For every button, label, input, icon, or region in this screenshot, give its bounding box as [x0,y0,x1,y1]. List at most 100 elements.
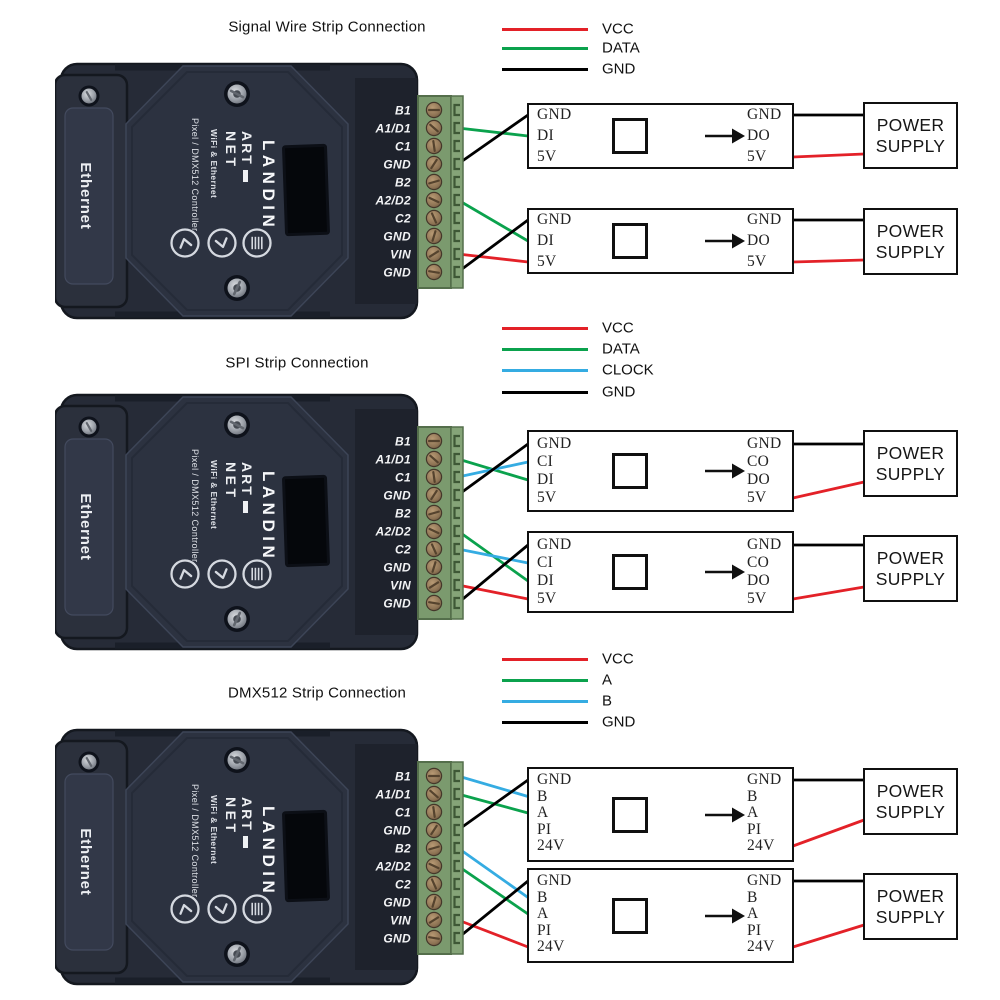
wire-clock [456,547,530,565]
terminal-screw [425,558,443,576]
strip-pin-label: A [747,905,759,922]
controller-device: Ethernet Pixel / DMX512 Controller WiFi … [55,728,464,986]
device-terminal-label: GND [383,266,411,280]
controller-device: Ethernet Pixel / DMX512 Controller WiFi … [55,62,464,320]
strip-pin-label: B [537,888,548,906]
nav-button-prev [170,228,200,258]
device-terminal-label: C2 [395,212,411,226]
terminal-clamp [453,877,460,891]
arrow-right-icon [705,128,745,144]
wire-gnd [456,778,530,832]
terminal-clamp [453,560,460,574]
wire-vcc [791,818,866,848]
power-supply-label: SUPPLY [875,463,946,484]
legend-swatch [502,390,588,394]
artnet-logo-art: ART [239,131,255,166]
terminal-screw [425,594,443,612]
legend-label: GND [602,713,636,731]
terminal-clamp [453,787,460,801]
terminal-screw [425,875,443,893]
device-terminal-label: B1 [395,770,411,784]
terminal-screw [425,468,443,486]
nav-button-next [207,894,237,924]
device-terminal-label: GND [383,158,411,172]
legend-label: GND [602,383,636,401]
oled-screen [282,474,330,568]
legend-swatch [502,657,588,661]
power-supply-label: SUPPLY [875,568,946,589]
device-terminal-label: B1 [395,435,411,449]
strip-pin-label: DI [537,127,554,144]
artnet-logo: NET ART [223,462,255,513]
terminal-screw [425,432,443,450]
strip-pin-label: 5V [537,148,557,165]
strip-pin-label: CI [537,453,554,470]
terminal-clamp [453,265,460,279]
wire-gnd [456,543,530,605]
screw-icon [78,751,100,773]
wire-gnd [456,879,530,940]
device-terminal-label: A1/D1 [374,788,411,802]
screw-icon [78,85,100,107]
device-faceplate [125,396,349,648]
artnet-logo-net: NET [223,131,239,170]
ethernet-port-label: Ethernet [77,162,94,229]
legend-swatch [502,347,588,351]
terminal-clamp [453,823,460,837]
led-strip-module [527,430,794,512]
wire-vcc [791,923,866,949]
legend-swatch [502,678,588,682]
strip-pin-label: 24V [747,938,775,955]
artnet-logo: NET ART [223,797,255,848]
terminal-screw [425,522,443,540]
wire-data [456,126,530,138]
strip-pin-label: 5V [747,253,767,270]
device-terminal-label: GND [383,230,411,244]
screw-icon [224,606,250,632]
strip-pin-label: PI [747,820,762,838]
terminal-screw [425,227,443,245]
device-faceplate [125,65,349,317]
device-terminal-label: VIN [390,914,411,928]
terminal-screw [425,101,443,119]
terminal-screw [425,504,443,522]
led-strip-module [527,767,794,862]
legend-swatch [502,326,588,330]
terminal-screw [425,803,443,821]
terminal-screw [425,821,443,839]
nav-button-next [207,559,237,589]
terminal-clamp [453,175,460,189]
wire-a [456,864,530,916]
screw-icon [224,275,250,301]
terminal-clamp [453,596,460,610]
power-supply-label: POWER [876,885,945,906]
device-terminal-label: C1 [395,140,411,154]
terminal-screw [425,191,443,209]
strip-pin-label: DI [537,232,554,249]
device-terminal-label: VIN [390,248,411,262]
terminal-screw [425,911,443,929]
strip-pin-label: DO [747,127,770,144]
terminal-clamp [453,805,460,819]
led-strip-module [527,868,794,963]
product-label: Pixel / DMX512 Controller [190,118,200,232]
power-supply-label: SUPPLY [875,135,946,156]
screw-icon [224,941,250,967]
nav-button-menu [242,228,272,258]
device-terminal-label: C2 [395,543,411,557]
strip-pin-label: GND [537,435,572,452]
strip-pin-label: DO [747,232,770,249]
legend-label: A [602,671,613,689]
led-strip-module [527,103,794,169]
section-title: DMX512 Strip Connection [227,684,407,702]
device-terminal-label: B2 [395,507,411,521]
terminal-screw [425,209,443,227]
section-title: SPI Strip Connection [225,354,369,372]
terminal-screw [425,450,443,468]
strip-pin-label: DO [747,572,770,589]
